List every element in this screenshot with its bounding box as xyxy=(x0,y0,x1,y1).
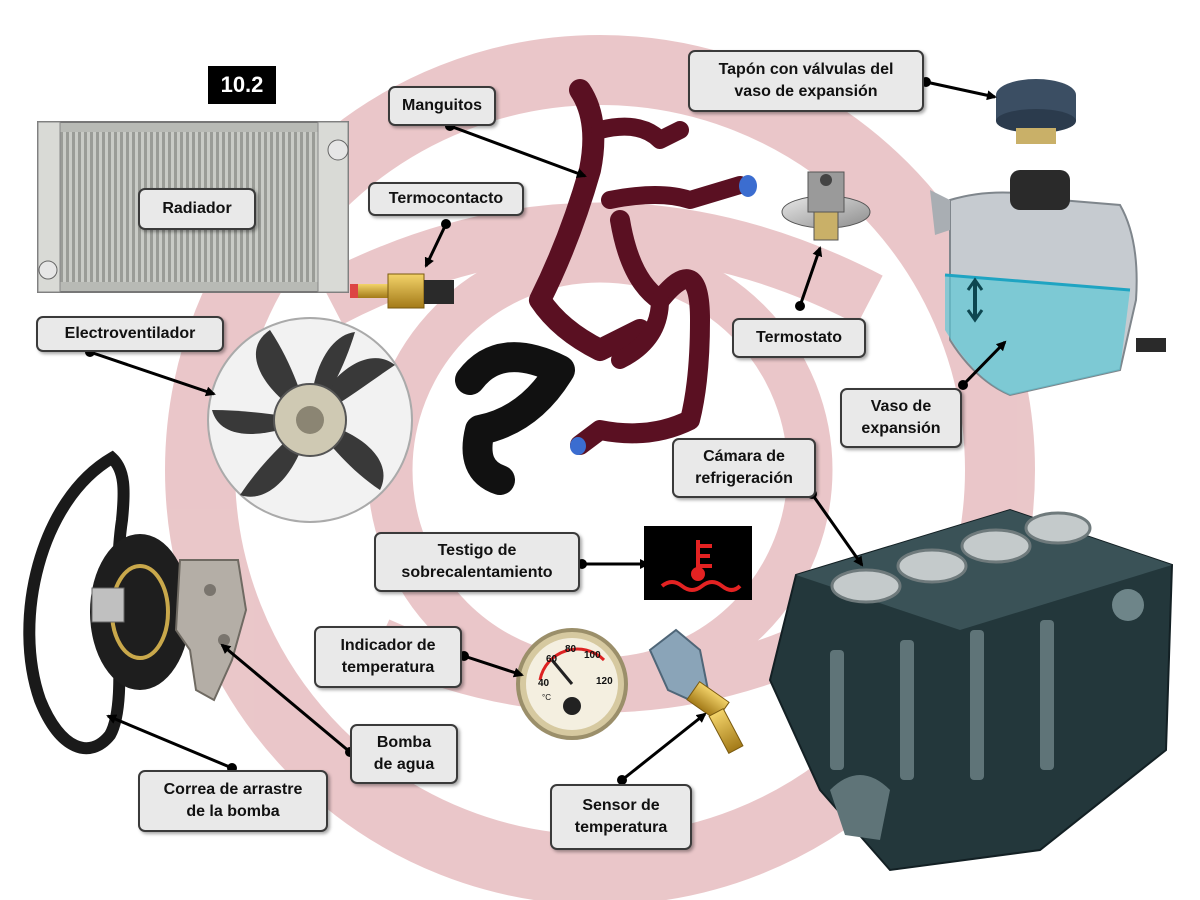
label-bomba: Bomba de agua xyxy=(350,724,458,784)
temperature-sensor-image xyxy=(648,628,744,754)
label-correa: Correa de arrastre de la bomba xyxy=(138,770,328,832)
gauge-tick-100: 100 xyxy=(584,650,601,661)
label-termocontacto: Termocontacto xyxy=(368,182,524,216)
label-sensor: Sensor de temperatura xyxy=(550,784,692,850)
thermo-switch-image xyxy=(350,273,454,309)
engine-block-image xyxy=(768,508,1174,872)
label-tapon: Tapón con válvulas del vaso de expansión xyxy=(688,50,924,112)
gauge-tick-40: 40 xyxy=(538,678,550,689)
overheat-warning-light-image xyxy=(644,526,752,600)
expansion-cap-image xyxy=(996,79,1076,144)
label-electroventilador: Electroventilador xyxy=(36,316,224,352)
label-vaso: Vaso de expansión xyxy=(840,388,962,448)
water-pump-image xyxy=(90,534,248,702)
drive-belt-image xyxy=(23,450,130,755)
label-testigo: Testigo de sobrecalentamiento xyxy=(374,532,580,592)
gauge-tick-80: 80 xyxy=(565,644,577,655)
temperature-gauge-image: 40 60 80 100 120 °C xyxy=(516,628,628,740)
figure-number-badge: 10.2 xyxy=(208,66,276,104)
thermostat-image xyxy=(781,171,871,241)
label-manguitos: Manguitos xyxy=(388,86,496,126)
label-camara: Cámara de refrigeración xyxy=(672,438,816,498)
gauge-unit: °C xyxy=(542,693,551,702)
label-radiador: Radiador xyxy=(138,188,256,230)
hoses-image xyxy=(455,79,757,495)
label-indicador: Indicador de temperatura xyxy=(314,626,462,688)
expansion-tank-image xyxy=(930,170,1166,397)
gauge-tick-120: 120 xyxy=(596,676,613,687)
electric-fan-image xyxy=(207,317,413,523)
gauge-tick-60: 60 xyxy=(546,654,558,665)
label-termostato: Termostato xyxy=(732,318,866,358)
